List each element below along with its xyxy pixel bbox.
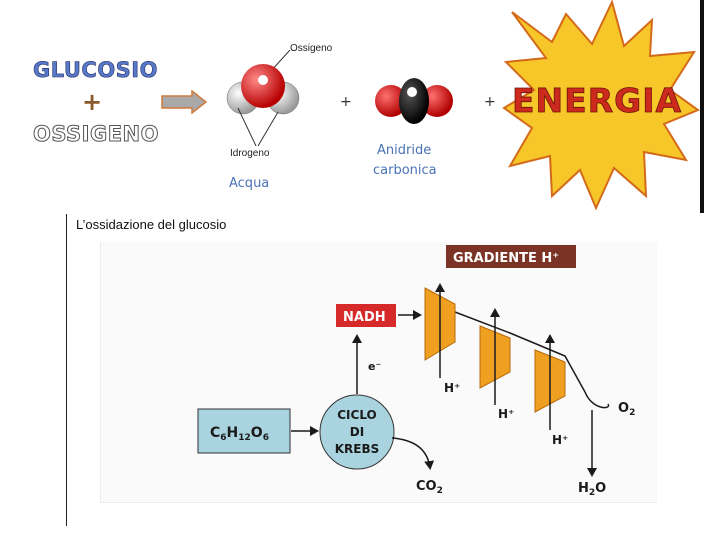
h-plus-label-2: H⁺ — [498, 407, 514, 421]
water-molecule-icon — [226, 50, 300, 147]
co2-release-arrow — [391, 437, 435, 470]
krebs-line2: DI — [350, 425, 364, 439]
co2-name-line2: carbonica — [373, 163, 437, 178]
plus-sign: + — [82, 88, 103, 116]
electron-label: e⁻ — [368, 360, 381, 373]
h-plus-label-3: H⁺ — [552, 433, 568, 447]
plus-sign-small-2: + — [484, 94, 496, 110]
h2o-label: H2O — [578, 481, 606, 498]
o2-label: O2 — [618, 401, 635, 418]
product-energy: ENERGIA — [512, 81, 683, 121]
divider-line — [66, 214, 67, 526]
energy-star-icon — [502, 0, 700, 211]
page-edge-bar — [700, 0, 704, 213]
krebs-cycle-circle — [319, 394, 395, 470]
h-plus-label-1: H⁺ — [444, 381, 460, 395]
krebs-line3: KREBS — [335, 442, 380, 456]
gradient-label: GRADIENTE H⁺ — [453, 251, 559, 266]
nadh-box: NADH — [336, 304, 396, 327]
glucose-box — [197, 408, 291, 454]
krebs-line1: CICLO — [337, 408, 377, 422]
nadh-label: NADH — [343, 310, 386, 325]
o2-curve — [584, 391, 610, 409]
co2-molecule-icon — [375, 78, 453, 124]
section-subtitle: L’ossidazione del glucosio — [76, 217, 227, 232]
glucose-formula: C6H12O6 — [210, 425, 269, 443]
reactant-oxygen: OSSIGENO — [33, 122, 159, 147]
co2-label: CO2 — [416, 479, 443, 496]
plus-sign-small: + — [340, 94, 352, 110]
co2-name-line1: Anidride — [377, 143, 432, 158]
water-name: Acqua — [229, 176, 270, 191]
reactant-glucose: GLUCOSIO — [33, 58, 158, 83]
gradient-label-box: GRADIENTE H⁺ — [446, 245, 576, 268]
reaction-arrow — [161, 90, 208, 114]
water-hydrogen-label: Idrogeno — [230, 148, 270, 159]
water-oxygen-label: Ossigeno — [290, 43, 333, 54]
